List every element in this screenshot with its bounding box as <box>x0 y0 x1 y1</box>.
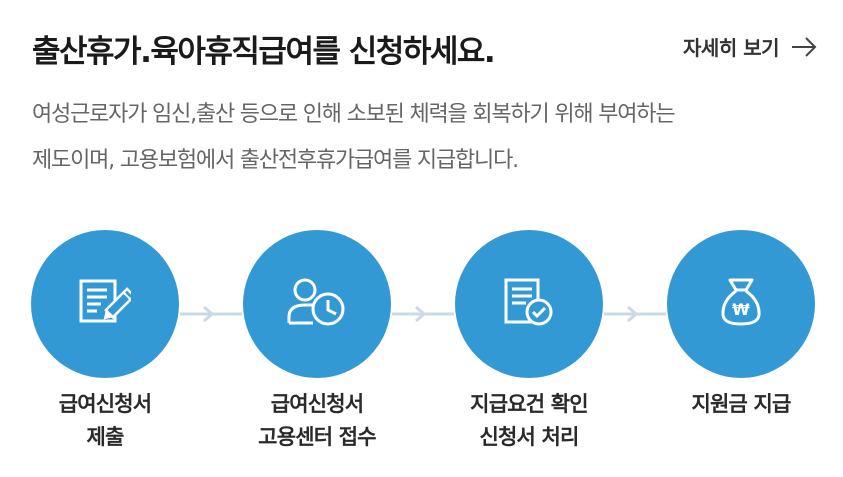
step-2-label: 급여신청서 고용센터 접수 <box>217 388 417 454</box>
view-more-link[interactable]: 자세히 보기 <box>683 32 817 61</box>
description-line-1: 여성근로자가 임신,출산 등으로 인해 소보된 체력을 회복하기 위해 부여하는 <box>32 102 676 127</box>
step-4-circle: ₩ <box>667 230 815 378</box>
step-4-line-1: 지원금 지급 <box>691 392 791 416</box>
step-3-line-1: 지급요건 확인 <box>470 392 588 416</box>
step-connector-arrow-icon <box>392 305 454 323</box>
document-check-icon <box>504 277 554 331</box>
page-title: 출산휴가.육아휴직급여를 신청하세요. <box>32 34 496 70</box>
step-3-circle <box>455 230 603 378</box>
step-3-line-2: 신청서 처리 <box>479 425 579 449</box>
step-1-line-1: 급여신청서 <box>58 392 152 416</box>
step-connector-arrow-icon <box>180 305 242 323</box>
step-2-line-2: 고용센터 접수 <box>258 425 376 449</box>
user-clock-icon <box>287 277 347 331</box>
step-4-label: 지원금 지급 <box>641 388 841 421</box>
step-3-label: 지급요건 확인 신청서 처리 <box>429 388 629 454</box>
step-1-label: 급여신청서 제출 <box>5 388 205 454</box>
description-line-2: 제도이며, 고용보험에서 출산전후휴가급여를 지급합니다. <box>32 148 519 173</box>
step-2-circle <box>243 230 391 378</box>
step-1-line-2: 제출 <box>86 425 124 449</box>
process-steps: 급여신청서 제출 급여신청서 고용센터 접수 <box>0 230 843 470</box>
step-2-line-1: 급여신청서 <box>270 392 364 416</box>
description: 여성근로자가 임신,출산 등으로 인해 소보된 체력을 회복하기 위해 부여하는… <box>32 92 822 184</box>
arrow-right-icon <box>791 36 817 57</box>
svg-text:₩: ₩ <box>732 300 750 319</box>
money-bag-icon: ₩ <box>718 277 764 331</box>
step-1-circle <box>31 230 179 378</box>
step-connector-arrow-icon <box>604 305 666 323</box>
view-more-label: 자세히 보기 <box>683 36 779 60</box>
document-edit-icon <box>79 278 136 330</box>
